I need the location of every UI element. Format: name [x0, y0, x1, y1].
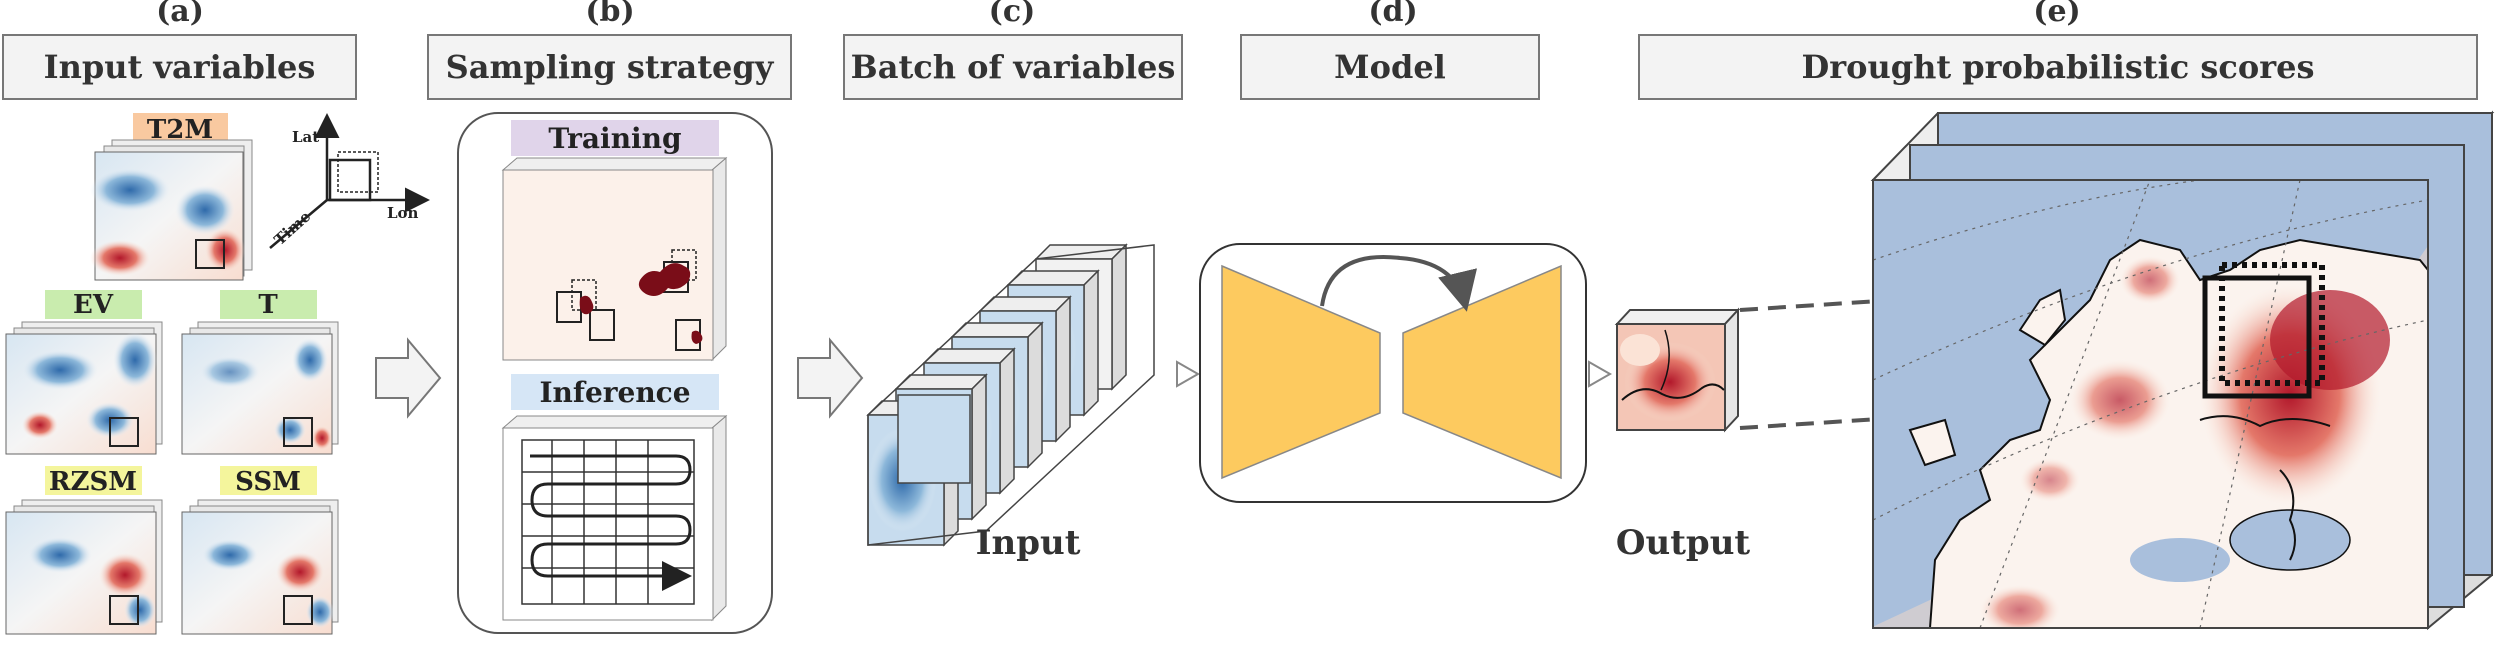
lon-axis-label: Lon	[387, 204, 419, 222]
drought-scores-header: Drought probabilistic scores	[1638, 34, 2478, 100]
time-axis-label: Time	[271, 207, 314, 249]
panel-e-letter: (e)	[2033, 0, 2081, 29]
training-label: Training	[548, 122, 681, 155]
batch-slice-side	[1055, 295, 1071, 443]
ev-label: EV	[73, 290, 114, 320]
model-decoder	[1402, 264, 1562, 480]
t2m-tag	[133, 113, 228, 143]
flow-arrow-d-e	[1588, 360, 1613, 388]
model-encoder	[1221, 264, 1381, 480]
training-tag	[511, 120, 719, 156]
input-caption: Input	[976, 523, 1081, 563]
batch-slice-side	[1027, 321, 1043, 469]
rzsm-map-stack	[5, 499, 163, 635]
batch-front-slice	[897, 394, 971, 484]
flow-arrow-c-d	[1176, 360, 1201, 388]
ssm-map-stack	[181, 499, 339, 635]
variable-batch-stack	[866, 243, 1155, 547]
output-caption: Output	[1616, 523, 1751, 563]
t2m-map-stack	[90, 139, 253, 281]
batch-outline	[867, 244, 1155, 546]
rzsm-label: RZSM	[49, 467, 137, 497]
axes-icon	[269, 113, 430, 249]
batch-of-variables-header: Batch of variables	[843, 34, 1183, 100]
inference-tag	[511, 374, 719, 410]
panel-d-letter: (d)	[1368, 0, 1418, 29]
batch-slice-side	[971, 373, 987, 521]
input-variables-header: Input variables	[2, 34, 357, 100]
ev-tag	[45, 290, 142, 319]
model-header: Model	[1240, 34, 1540, 100]
ssm-label: SSM	[235, 467, 301, 497]
ev-map-stack	[5, 321, 163, 455]
t-label: T	[258, 290, 278, 320]
sampling-strategy-header: Sampling strategy	[427, 34, 792, 100]
ssm-tag	[220, 466, 317, 495]
batch-slice-side	[1111, 243, 1127, 391]
inference-grid	[501, 414, 728, 622]
panel-c-letter: (c)	[988, 0, 1036, 29]
flow-arrow-b-c	[797, 337, 864, 419]
batch-slice-side	[999, 347, 1015, 495]
lat-axis-label: Lat	[292, 128, 319, 146]
output-cube	[1614, 307, 1741, 433]
panel-b-letter: (b)	[585, 0, 635, 29]
skip-connection-arrow	[1320, 255, 1478, 312]
t-tag	[220, 290, 317, 319]
drought-map-stack	[1870, 110, 2495, 631]
panel-a-letter: (a)	[156, 0, 204, 29]
flow-arrow-a-b	[375, 337, 442, 419]
batch-slice-side	[1083, 269, 1099, 417]
inference-label: Inference	[539, 376, 690, 409]
training-map	[501, 156, 728, 362]
t-map-stack	[181, 321, 339, 455]
rzsm-tag	[45, 466, 142, 495]
